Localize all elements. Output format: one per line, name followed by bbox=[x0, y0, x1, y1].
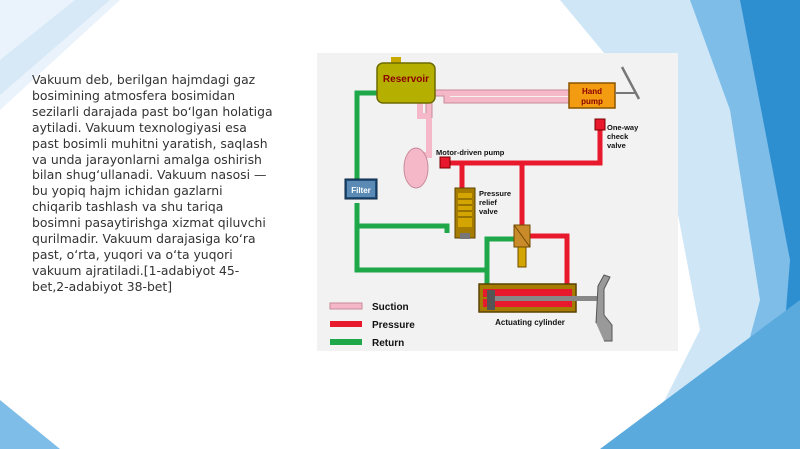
check-valve: One-way check valve bbox=[594, 118, 639, 150]
check-valve-label-1: One-way bbox=[607, 123, 639, 132]
reservoir-label: Reservoir bbox=[383, 74, 429, 85]
hand-pump: Hand pump bbox=[568, 66, 641, 109]
return-lines bbox=[354, 90, 522, 301]
check-valve-label-2: check bbox=[607, 132, 629, 141]
corner-triangle-top-left bbox=[0, 0, 120, 110]
cylinder-rod bbox=[495, 296, 600, 301]
filter: Filter bbox=[344, 178, 378, 200]
return-line-relief bbox=[357, 223, 450, 233]
suction-line-return-loop bbox=[444, 90, 574, 103]
motor-pump-label: Motor-driven pump bbox=[436, 148, 505, 157]
filter-label: Filter bbox=[351, 186, 371, 195]
svg-text:Pressure: Pressure bbox=[372, 320, 415, 331]
actuating-cylinder: Actuating cylinder bbox=[478, 274, 613, 342]
pressure-relief-valve: Pressure relief valve bbox=[454, 187, 511, 239]
bottom-left-wedge bbox=[0, 400, 60, 449]
cylinder-label: Actuating cylinder bbox=[495, 318, 565, 327]
legend-item-suction: Suction bbox=[329, 302, 409, 313]
check-valve-label-3: valve bbox=[607, 141, 626, 150]
hand-pump-handle bbox=[620, 66, 641, 100]
vacuum-system-diagram: Reservoir Hand pump One-way check valve … bbox=[317, 53, 678, 351]
bottom-right-wedge bbox=[600, 300, 800, 449]
pressure-line-pump-checkvalve bbox=[444, 129, 603, 166]
relief-valve-label-3: valve bbox=[479, 207, 498, 216]
relief-valve-label-1: Pressure bbox=[479, 189, 511, 198]
motor-driven-pump: Motor-driven pump bbox=[403, 147, 505, 189]
legend-item-return: Return bbox=[330, 338, 404, 349]
legend-item-pressure: Pressure bbox=[330, 320, 415, 331]
slide-body-text: Vakuum deb, berilgan hajmdagi gaz bosimi… bbox=[32, 72, 273, 294]
legend: Suction Pressure Return bbox=[329, 302, 415, 349]
selector-valve bbox=[513, 224, 531, 268]
return-line-reservoir-filter bbox=[354, 90, 377, 188]
relief-valve-label-2: relief bbox=[479, 198, 497, 207]
hand-pump-label-2: pump bbox=[581, 97, 603, 106]
reservoir: Reservoir bbox=[376, 57, 436, 104]
hand-pump-label-1: Hand bbox=[582, 87, 602, 96]
svg-text:Suction: Suction bbox=[372, 302, 409, 313]
cylinder-linkage bbox=[595, 274, 613, 342]
svg-text:Return: Return bbox=[372, 338, 404, 349]
corner-stripe-top-left bbox=[0, 0, 110, 95]
